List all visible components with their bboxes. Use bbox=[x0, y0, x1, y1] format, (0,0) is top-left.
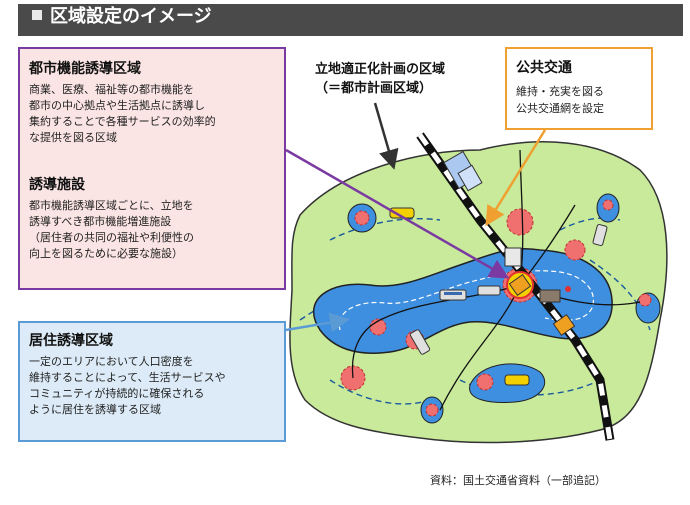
urban-function-desc-line: 集約することで各種サービスの効率的 bbox=[29, 115, 216, 128]
urban-function-zone bbox=[425, 403, 439, 417]
urban-function-title: 都市機能誘導区域 bbox=[29, 61, 141, 77]
plan-area-label: 立地適正化計画の区域 bbox=[315, 62, 446, 77]
urban-function-desc-line: 都市の中心拠点や生活拠点に誘導し bbox=[29, 99, 205, 112]
transit-desc-line: 維持・充実を図る bbox=[516, 85, 604, 98]
residential-box bbox=[18, 321, 286, 442]
transit-box bbox=[505, 47, 653, 130]
residential-arrow bbox=[285, 312, 350, 333]
urban-function-arrow bbox=[285, 148, 510, 279]
urban-function-zone bbox=[602, 199, 614, 211]
plan-area-label: （＝都市計画区域） bbox=[315, 81, 433, 96]
taxi-icon bbox=[504, 374, 530, 386]
bus-icon bbox=[592, 223, 608, 247]
facility-title: 誘導施設 bbox=[29, 177, 85, 193]
page-title: 区域設定のイメージ bbox=[50, 6, 212, 27]
bus-stop-icon bbox=[552, 313, 576, 337]
urban-function-zone bbox=[638, 293, 652, 307]
residential-desc-line: コミュニティが持続的に確保される bbox=[29, 387, 205, 400]
urban-function-desc-line: な提供を図る区域 bbox=[29, 131, 117, 144]
residential-title: 居住誘導区域 bbox=[29, 333, 113, 349]
building-icon bbox=[443, 150, 483, 192]
residential-desc-line: ように居住を誘導する区域 bbox=[29, 403, 161, 416]
plan-area-arrow bbox=[373, 102, 399, 170]
urban-function-zone bbox=[354, 210, 370, 226]
urban-function-desc-line: 商業、医療、福祉等の都市機能を bbox=[29, 83, 194, 96]
urban-function-zone bbox=[476, 373, 494, 391]
urban-function-box bbox=[18, 47, 286, 290]
source-note: 資料：国土交通省資料（一部追記） bbox=[430, 474, 606, 487]
facility-desc-line: （居住者の共同の福祉や利便性の bbox=[29, 231, 194, 244]
title-bar bbox=[18, 4, 683, 36]
bus-icon bbox=[477, 285, 501, 296]
urban-function-zone bbox=[564, 239, 586, 261]
facility-desc-line: 誘導すべき都市機能増進施設 bbox=[29, 215, 172, 228]
railway-icon bbox=[416, 132, 615, 441]
building-icon bbox=[504, 247, 522, 267]
facility-desc-line: 都市機能誘導区域ごとに、立地を bbox=[29, 199, 194, 212]
residential-desc-line: 維持することによって、生活サービスや bbox=[29, 371, 226, 384]
truck-icon bbox=[539, 289, 561, 303]
transit-desc-line: 公共交通網を設定 bbox=[516, 102, 604, 115]
facility-desc-line: 向上を図るために必要な施設） bbox=[29, 247, 183, 260]
urban-function-zone bbox=[506, 208, 534, 236]
title-square-icon bbox=[32, 10, 42, 20]
transit-arrow bbox=[485, 129, 547, 227]
residential-desc-line: 一定のエリアにおいて人口密度を bbox=[29, 355, 194, 368]
transit-title: 公共交通 bbox=[516, 60, 572, 76]
bus-icon bbox=[409, 329, 431, 355]
bus-icon bbox=[439, 289, 467, 301]
